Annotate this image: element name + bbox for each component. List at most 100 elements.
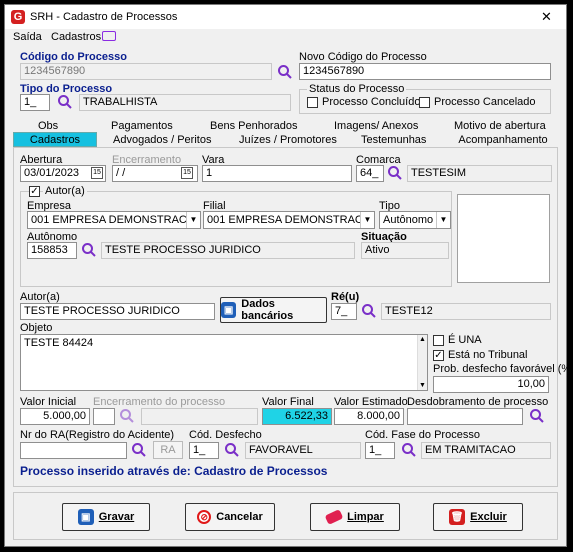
cancel-icon: ⊘ (197, 510, 212, 524)
abertura-field[interactable]: 03/01/2023 (20, 165, 106, 182)
objeto-label: Objeto (20, 322, 53, 334)
e-una-checkbox[interactable] (433, 335, 444, 346)
tab-advogados-peritos[interactable]: Advogados / Peritos (113, 134, 212, 146)
cod-desfecho-code[interactable]: 1_ (189, 442, 219, 459)
search-icon[interactable] (57, 94, 73, 110)
tab-panel (13, 147, 558, 487)
calendar-icon[interactable]: 15 (181, 167, 193, 179)
nr-ra-field[interactable] (20, 442, 127, 459)
gravar-button[interactable]: ▣ Gravar (62, 503, 150, 531)
search-icon[interactable] (81, 242, 97, 258)
status-processo-label: Status do Processo (307, 83, 407, 95)
ra-button[interactable]: RA (153, 441, 183, 459)
valor-estimado-field[interactable]: 8.000,00 (334, 408, 404, 425)
empresa-select[interactable]: 001 EMPRESA DEMONSTRACAO 02▼ (27, 211, 201, 229)
tab-pagamentos[interactable]: Pagamentos (111, 120, 173, 132)
limpar-label: Limpar (347, 511, 384, 523)
autor-field[interactable]: TESTE PROCESSO JURIDICO (20, 303, 215, 320)
empresa-value: 001 EMPRESA DEMONSTRACAO 02 (31, 214, 201, 226)
search-icon[interactable] (387, 165, 403, 181)
processo-concluido-checkbox[interactable] (307, 97, 318, 108)
search-icon[interactable] (361, 303, 377, 319)
search-icon[interactable] (131, 442, 147, 458)
comarca-value: TESTESIM (407, 165, 552, 182)
processo-concluido-label: Processo Concluído (322, 96, 421, 108)
tab-cadastros[interactable]: Cadastros (13, 132, 97, 147)
cod-fase-code[interactable]: 1_ (365, 442, 395, 459)
objeto-field[interactable]: TESTE 84424 ▲ ▼ (20, 334, 428, 391)
window-title: SRH - Cadastro de Processos (30, 11, 178, 23)
autonomo-label: Autônomo (27, 231, 78, 243)
tab-motivo-abertura[interactable]: Motivo de abertura (454, 120, 546, 132)
novo-codigo-label: Novo Código do Processo (299, 51, 427, 63)
processo-cancelado-checkbox[interactable] (419, 97, 430, 108)
reu-code[interactable]: 7_ (331, 303, 357, 320)
main-window: G SRH - Cadastro de Processos ✕ Saída Ca… (4, 4, 573, 547)
photo-box (457, 194, 550, 283)
esta-tribunal-checkbox[interactable]: ✓ (433, 350, 444, 361)
menu-cadastros[interactable]: Cadastros (51, 31, 102, 43)
cod-fase-value: EM TRAMITACAO (421, 442, 551, 459)
vara-field[interactable]: 1 (202, 165, 352, 182)
dados-bancarios-button[interactable]: ▣ Dados bancários (220, 297, 327, 323)
tab-imagens-anexos[interactable]: Imagens/ Anexos (334, 120, 419, 132)
cancelar-button[interactable]: ⊘ Cancelar (185, 503, 275, 531)
search-icon[interactable] (224, 442, 240, 458)
encerramento-field[interactable]: / / (112, 165, 198, 182)
tab-testemunhas[interactable]: Testemunhas (361, 134, 427, 146)
valor-inicial-field[interactable]: 5.000,00 (20, 408, 90, 425)
novo-codigo-field[interactable]: 1234567890 (299, 63, 551, 80)
excluir-button[interactable]: 🗑 Excluir (433, 503, 523, 531)
scroll-up-icon[interactable]: ▲ (419, 336, 426, 343)
nr-ra-label: Nr do RA(Registro do Acidente) (20, 429, 175, 441)
tipo-select[interactable]: Autônomo▼ (379, 211, 451, 229)
tab-bens-penhorados[interactable]: Bens Penhorados (210, 120, 298, 132)
filial-select[interactable]: 001 EMPRESA DEMONSTRACAO 02▼ (203, 211, 375, 229)
save-icon: ▣ (221, 302, 237, 318)
menu-saida[interactable]: Saída (13, 31, 42, 43)
tab-obs[interactable]: Obs (38, 120, 59, 132)
close-icon[interactable]: ✕ (541, 9, 552, 24)
gravar-label: Gravar (98, 511, 135, 523)
autor-group-label: Autor(a) (43, 185, 87, 197)
tab-acompanhamento[interactable]: Acompanhamento (458, 134, 548, 146)
desdobramento-label: Desdobramento de processo (407, 396, 549, 408)
chevron-down-icon[interactable]: ▼ (186, 212, 200, 228)
cancelar-label: Cancelar (216, 511, 263, 523)
valor-final-label: Valor Final (262, 396, 314, 408)
enc-processo-value (141, 408, 258, 425)
search-icon[interactable] (529, 408, 545, 424)
limpar-button[interactable]: Limpar (310, 503, 400, 531)
codigo-processo-field[interactable]: 1234567890 (20, 63, 272, 80)
autonomo-name: TESTE PROCESSO JURIDICO (101, 242, 355, 259)
scroll-down-icon[interactable]: ▼ (419, 382, 426, 389)
tipo-processo-value: TRABALHISTA (79, 94, 291, 111)
autonomo-code[interactable]: 158853 (27, 242, 77, 259)
autor-checkbox[interactable]: ✓ (29, 186, 40, 197)
info-text: Processo inserido através de: Cadastro d… (20, 464, 328, 478)
chevron-down-icon[interactable]: ▼ (360, 212, 374, 228)
abertura-label: Abertura (20, 154, 63, 166)
calendar-icon[interactable]: 15 (91, 167, 103, 179)
search-icon[interactable] (277, 64, 293, 80)
search-icon[interactable] (401, 442, 417, 458)
tipo-processo-code[interactable]: 1_ (20, 94, 50, 111)
comarca-label: Comarca (356, 154, 401, 166)
objeto-scrollbar[interactable]: ▲ ▼ (417, 335, 427, 390)
tab-juizes-promotores[interactable]: Juízes / Promotores (239, 134, 337, 146)
search-icon[interactable] (119, 408, 135, 424)
autor-label: Autor(a) (20, 291, 60, 303)
monitor-icon[interactable] (102, 31, 116, 41)
enc-processo-code[interactable] (93, 408, 115, 425)
comarca-code[interactable]: 64_ (356, 165, 384, 182)
valor-estimado-label: Valor Estimado (334, 396, 408, 408)
tipo-label: Tipo (379, 200, 400, 212)
trash-icon: 🗑 (449, 509, 466, 525)
status-processo-group (299, 89, 551, 114)
desdobramento-field[interactable] (407, 408, 523, 425)
esta-tribunal-label: Está no Tribunal (448, 349, 528, 361)
valor-final-field[interactable]: 6.522,33 (262, 408, 332, 425)
reu-value: TESTE12 (381, 303, 551, 320)
chevron-down-icon[interactable]: ▼ (436, 212, 450, 228)
prob-desfecho-field[interactable]: 10,00 (433, 376, 549, 393)
